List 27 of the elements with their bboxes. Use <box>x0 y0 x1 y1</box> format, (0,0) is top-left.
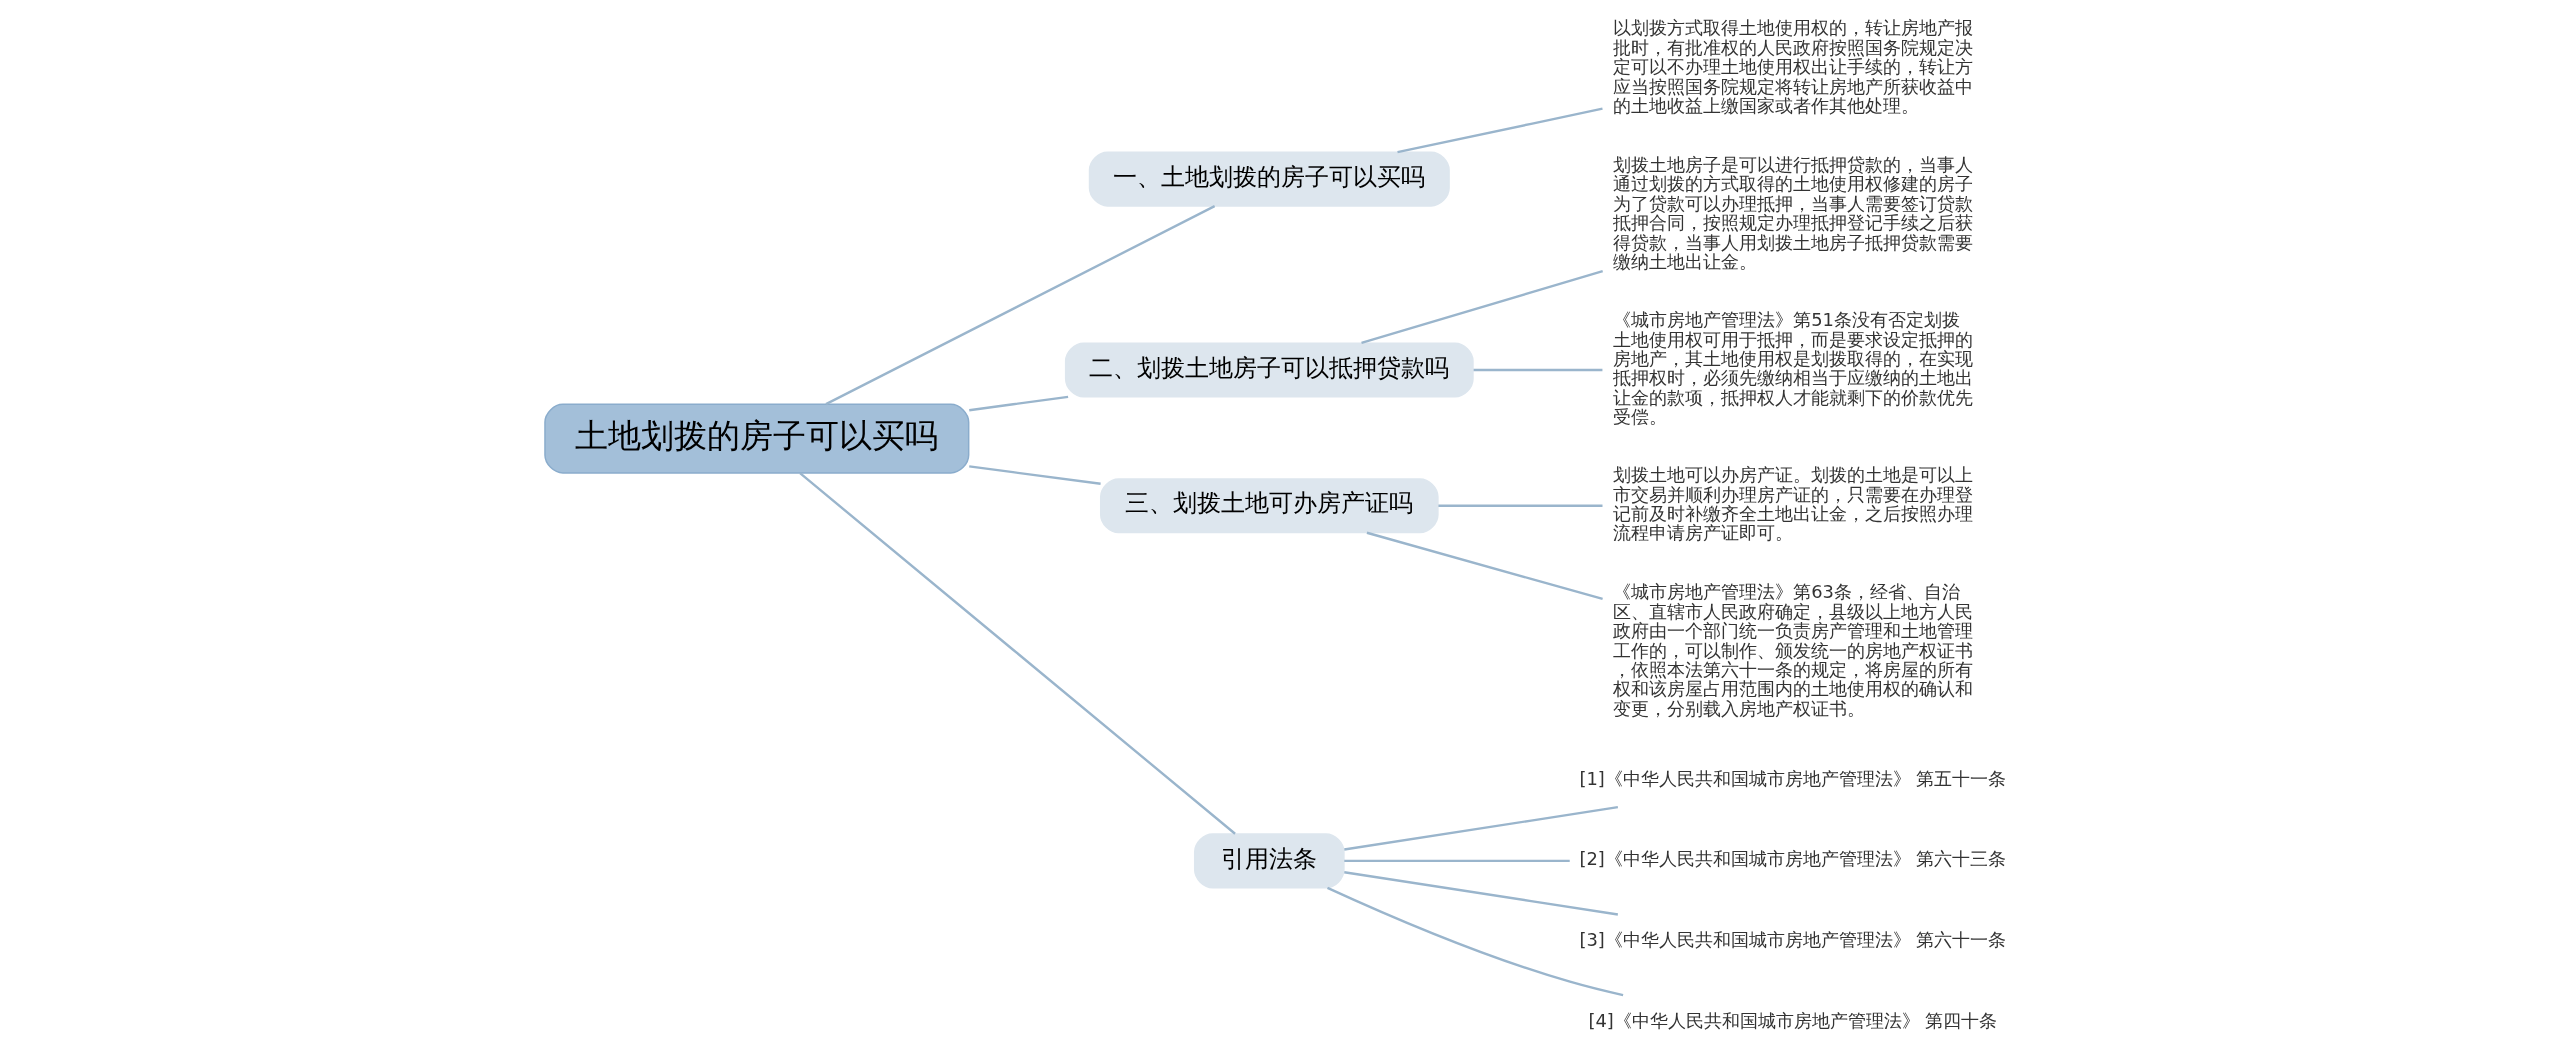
node-text: 划拨土地可以办房产证。划拨的土地是可以上市交易并顺利办理房产证的，只需要在办理登记前及时补缴齐全土地出让金，之后按照办理流程申请房产证即可。 <box>1612 464 1973 544</box>
node-text: 《城市房地产管理法》第63条，经省、自治区、直辖市人民政府确定，县级以上地方人民政府由一个部门统一负责房产管理和土地管理工作的，可以制作、颁发统一的房地产权证书，依照本法第六十一条的规定，将房屋的所有权和该房屋占用范围内的土地使用权的确认和变更，分别载入房地产权证书。 <box>1612 581 1973 719</box>
connector <box>968 465 1101 485</box>
node-text: [1]《中华人民共和国城市房地产管理法》 第五十一条 <box>1578 767 2006 789</box>
node-box: 引用法条 <box>1193 833 1345 889</box>
node-box: 三、划拨土地可办房产证吗 <box>1099 478 1439 534</box>
connector <box>1473 368 1602 372</box>
node-text: [4]《中华人民共和国城市房地产管理法》 第四十条 <box>1587 1009 1997 1031</box>
connector <box>1366 531 1603 601</box>
node-box: 二、划拨土地房子可以抵押贷款吗 <box>1064 342 1474 398</box>
node-text: 《城市房地产管理法》第51条没有否定划拨土地使用权可用于抵押，而是要求设定抵押的房地产，其土地使用权是划拨取得的，在实现抵押权时，必须先缴纳相当于应缴纳的土地出让金的款项，抵押权人才能就剩下的价款优先受偿。 <box>1612 309 1973 428</box>
node-text: 以划拨方式取得土地使用权的，转让房地产报批时，有批准权的人民政府按照国务院规定决定可以不办理土地使用权出让手续的，转让方应当按照国务院规定将转让房地产所获收益中的土地收益上缴国家或者作其他处理。 <box>1612 17 1973 117</box>
connector <box>1360 269 1603 345</box>
node-text: [3]《中华人民共和国城市房地产管理法》 第六十一条 <box>1578 929 2006 951</box>
connector <box>824 205 1215 406</box>
connector <box>1343 805 1618 851</box>
node-text: [2]《中华人民共和国城市房地产管理法》 第六十三条 <box>1578 848 2006 870</box>
node-box: 土地划拨的房子可以买吗 <box>543 403 969 474</box>
connector <box>1326 886 1623 997</box>
connector <box>1343 871 1618 916</box>
connector <box>1396 107 1603 154</box>
node-text: 划拨土地房子是可以进行抵押贷款的，当事人通过划拨的方式取得的土地使用权修建的房子为了贷款可以办理抵押，当事人需要签订贷款抵押合同，按照规定办理抵押登记手续之后获得贷款，当事人用划拨土地房子抵押贷款需要缴纳土地出让金。 <box>1612 153 1973 272</box>
connector <box>798 472 1236 835</box>
connector <box>1437 504 1602 507</box>
connector <box>1343 859 1570 863</box>
connector <box>968 395 1068 412</box>
node-box: 一、土地划拨的房子可以买吗 <box>1088 151 1450 207</box>
